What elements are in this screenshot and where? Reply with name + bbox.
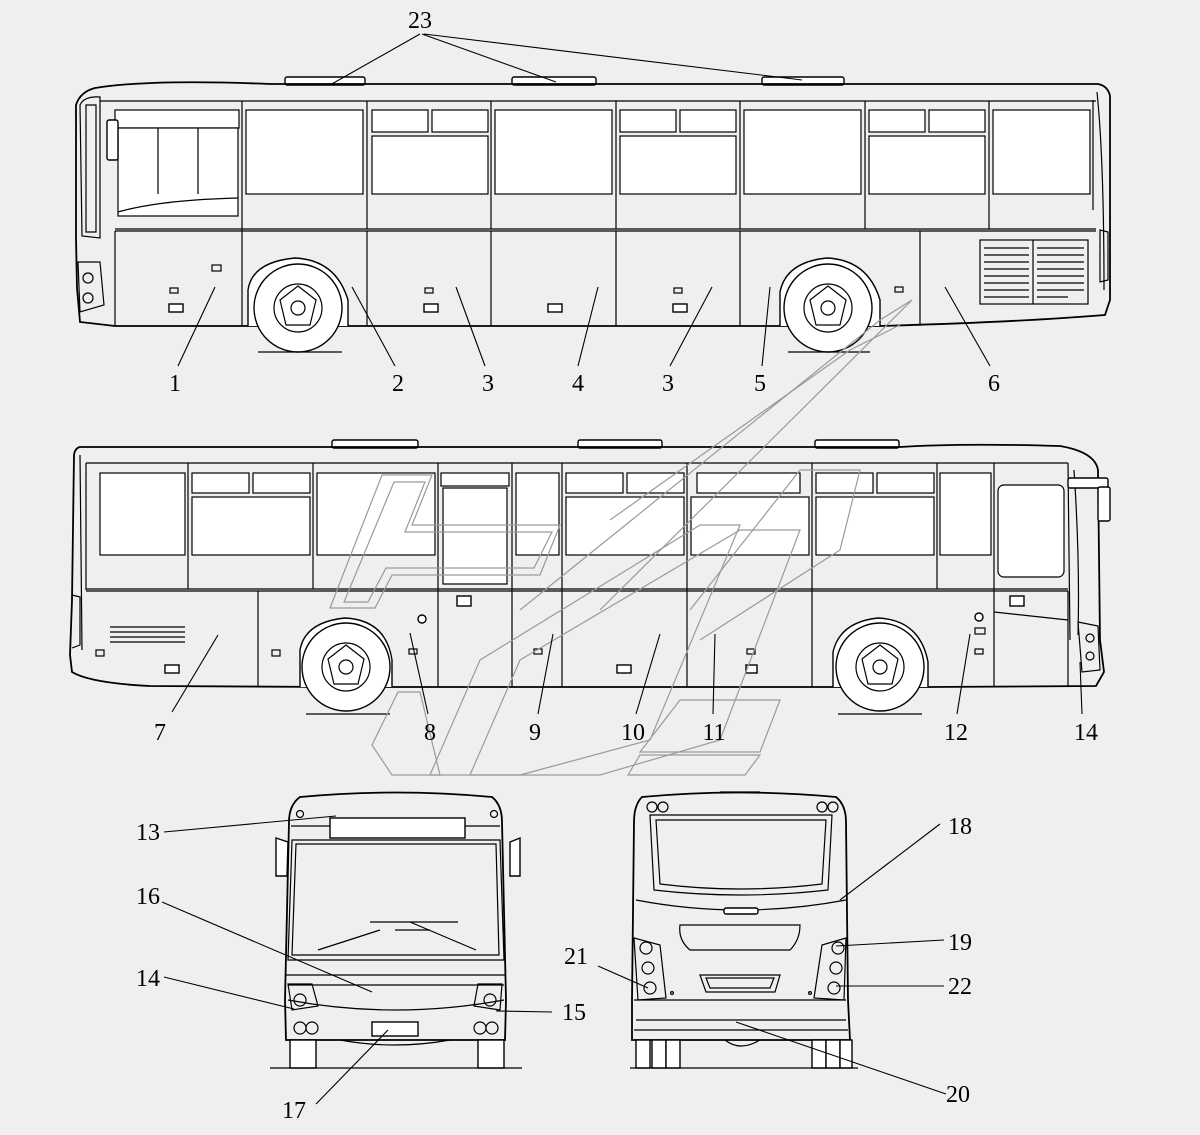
callout-7: 7: [154, 720, 166, 746]
callout-16: 16: [136, 884, 160, 910]
callout-18: 18: [948, 814, 972, 840]
callout-20: 20: [946, 1082, 970, 1108]
callout-12: 12: [944, 720, 968, 746]
rear-view: [630, 791, 858, 1069]
callout-14-side: 14: [1074, 720, 1098, 746]
callout-10: 10: [621, 720, 645, 746]
callout-1: 1: [169, 371, 181, 397]
callout-5: 5: [754, 371, 766, 397]
callout-11: 11: [702, 720, 725, 746]
front-view: [270, 791, 522, 1069]
callout-22: 22: [948, 974, 972, 1000]
callout-19: 19: [948, 930, 972, 956]
callout-3-first: 3: [482, 371, 494, 397]
callout-15: 15: [562, 1000, 586, 1026]
side-view-right: [75, 76, 1111, 353]
callout-13: 13: [136, 820, 160, 846]
callout-6: 6: [988, 371, 1000, 397]
trademark-logo-outline: [329, 299, 913, 776]
callout-labels: 23 1 2 3 4 3 5 6 7 8 9 10 11 12 14 13 16…: [136, 8, 1098, 1124]
callout-2: 2: [392, 371, 404, 397]
callout-14-front: 14: [136, 966, 160, 992]
leader-lines: [161, 33, 1083, 1105]
engine-grille: [979, 239, 1089, 305]
callout-17: 17: [282, 1098, 306, 1124]
side-view-left: [69, 439, 1111, 715]
callout-3-second: 3: [662, 371, 674, 397]
callout-9: 9: [529, 720, 541, 746]
callout-4: 4: [572, 371, 584, 397]
callout-8: 8: [424, 720, 436, 746]
callout-23: 23: [408, 8, 432, 34]
callout-21: 21: [564, 944, 588, 970]
side-grille: [110, 626, 185, 643]
